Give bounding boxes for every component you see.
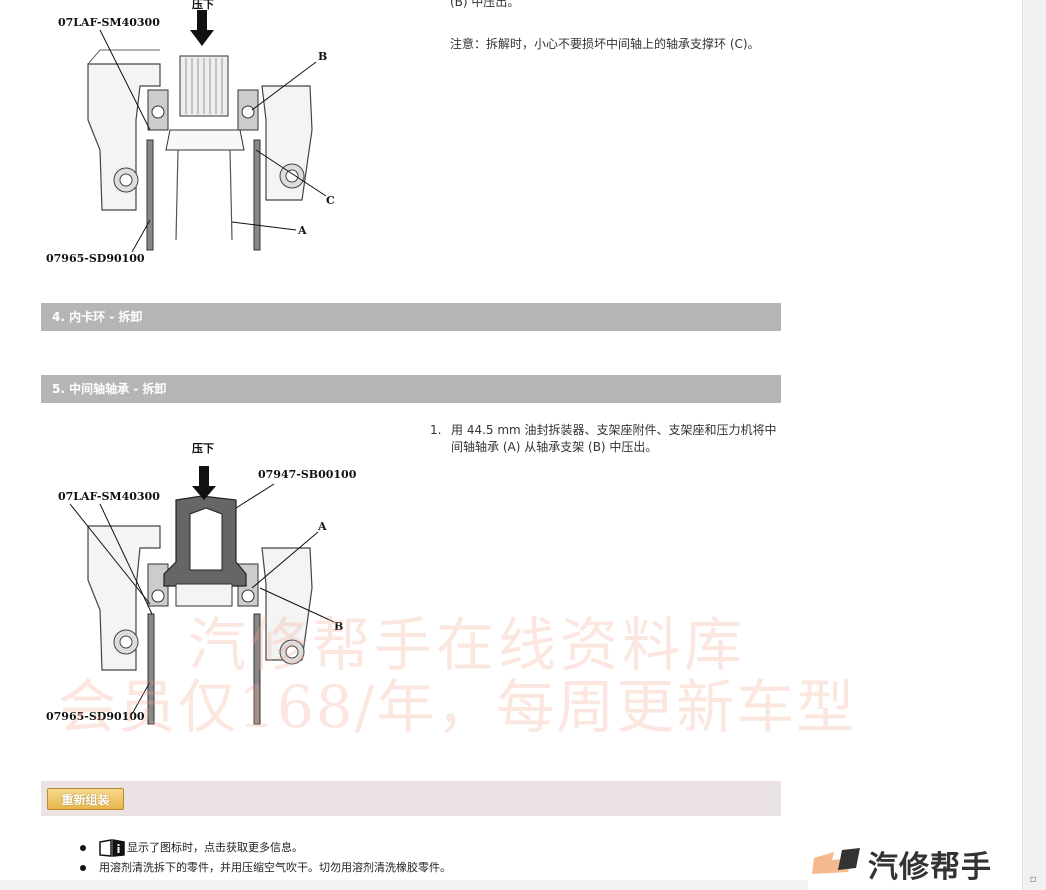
tool-label-driver-2: 07947-SB00100	[258, 468, 357, 481]
caution-note: 注意：拆解时，小心不要损坏中间轴上的轴承支撑环 (C)。	[450, 37, 760, 51]
bullet-dot-icon	[80, 845, 86, 851]
bullet-text-2: 用溶剂清洗拆下的零件，并用压缩空气吹干。切勿用溶剂清洗橡胶零件。	[99, 861, 451, 874]
tool-label-top-2: 07LAF-SM40300	[58, 490, 160, 503]
figure-bearing-press-1: 压下 07LAF-SM40300 B C A 07965-SD90100	[46, 0, 335, 265]
reassembly-button[interactable]: 重新组装	[47, 788, 124, 810]
horizontal-scrollbar[interactable]	[0, 880, 808, 890]
bullet-list: 显示了图标时，点击获取更多信息。 用溶剂清洗拆下的零件，并用压缩空气吹干。切勿用…	[78, 838, 778, 878]
vertical-scrollbar[interactable]	[1022, 0, 1046, 890]
tool-label-top-1: 07LAF-SM40300	[58, 16, 160, 29]
reassembly-bar	[41, 781, 781, 816]
list-item: 显示了图标时，点击获取更多信息。	[78, 838, 778, 858]
callout-c-1: C	[326, 194, 335, 207]
figure-bearing-press-2: 压下 07947-SB00100 07LAF-SM40300 A B 07965…	[46, 441, 357, 725]
section-5-header[interactable]: 5. 中间轴轴承 - 拆卸	[41, 375, 781, 403]
info-book-icon[interactable]	[99, 839, 125, 857]
brand-logo-icon	[812, 848, 860, 874]
section-4-header[interactable]: 4. 内卡环 - 拆卸	[41, 303, 781, 331]
tool-label-bottom-1: 07965-SD90100	[46, 252, 145, 265]
top-cut-text: (B) 中压出。	[450, 0, 520, 9]
press-label-2: 压下	[192, 441, 214, 455]
bullet-text-1: 显示了图标时，点击获取更多信息。	[127, 841, 303, 854]
tool-label-bottom-2: 07965-SD90100	[46, 710, 145, 723]
callout-b-1: B	[318, 50, 327, 63]
callout-a-2: A	[317, 520, 327, 533]
callout-a-1: A	[297, 224, 307, 237]
step-1: 1. 用 44.5 mm 油封拆装器、支架座附件、支架座和压力机将中间轴轴承 (…	[430, 422, 782, 456]
step-1-number: 1.	[430, 423, 442, 437]
press-label-1: 压下	[192, 0, 214, 11]
callout-b-2: B	[334, 620, 343, 633]
brand-logo-text: 汽修帮手	[868, 850, 992, 885]
scroll-down-icon[interactable]: ▫	[1029, 874, 1037, 885]
bullet-dot-icon	[80, 865, 86, 871]
list-item: 用溶剂清洗拆下的零件，并用压缩空气吹干。切勿用溶剂清洗橡胶零件。	[78, 858, 778, 878]
step-1-text: 用 44.5 mm 油封拆装器、支架座附件、支架座和压力机将中间轴轴承 (A) …	[451, 423, 777, 454]
